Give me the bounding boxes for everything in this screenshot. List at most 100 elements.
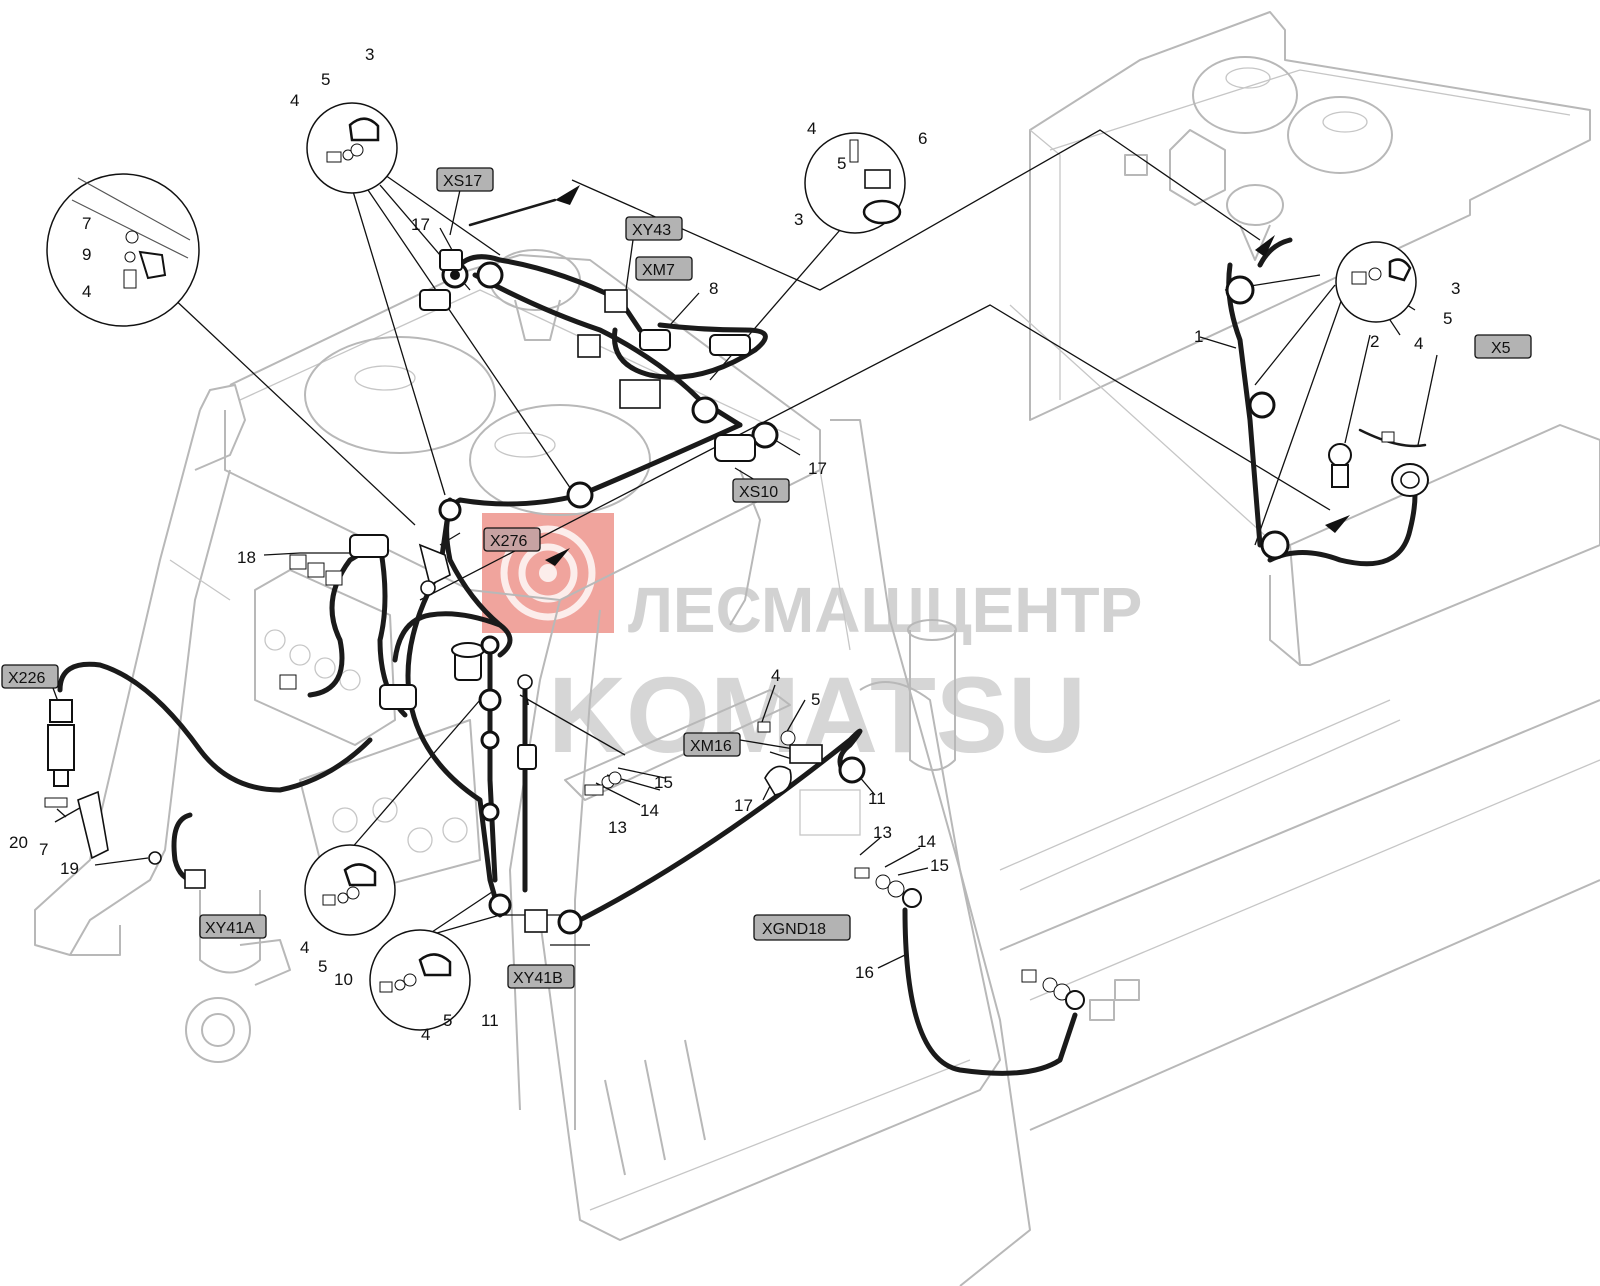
connector-plug-icon xyxy=(419,249,463,311)
part-number: 5 xyxy=(443,1011,452,1030)
detail-callout-top xyxy=(306,102,398,194)
tag-xm7: XM7 xyxy=(635,256,693,281)
relay-box-icon xyxy=(789,744,823,764)
part-number: 1 xyxy=(1194,327,1203,346)
clamp-icon xyxy=(478,635,866,935)
relay-box-icon xyxy=(279,554,343,690)
arrow-icon xyxy=(1325,515,1350,533)
tag-xs17-label: XS17 xyxy=(443,173,482,190)
tag-x5-label: X5 xyxy=(1491,340,1511,357)
tag-xy41b: XY41B xyxy=(507,964,575,989)
part-numbers: 3 5 4 7 9 4 17 4 5 6 3 8 17 3 5 4 1 2 18… xyxy=(9,45,1460,1044)
part-number: 5 xyxy=(1443,309,1452,328)
detail-callout-bottom-left xyxy=(304,844,396,936)
ground-terminal-icon xyxy=(517,674,533,706)
arrow-icon xyxy=(545,548,570,566)
part-number: 17 xyxy=(411,215,430,234)
part-number: 9 xyxy=(82,245,91,264)
part-number: 4 xyxy=(290,91,299,110)
connector-plug-icon xyxy=(714,434,756,462)
relay-box-icon xyxy=(524,909,548,933)
tag-xy41a: XY41A xyxy=(199,914,267,939)
cables xyxy=(57,198,1427,1076)
part-number: 13 xyxy=(873,823,892,842)
components xyxy=(44,249,1429,1010)
connector-plug-icon xyxy=(517,744,537,770)
part-number: 4 xyxy=(82,282,91,301)
part-number: 13 xyxy=(608,818,627,837)
part-number: 5 xyxy=(321,70,330,89)
part-number: 20 xyxy=(9,833,28,852)
part-number: 10 xyxy=(334,970,353,989)
part-number: 5 xyxy=(318,957,327,976)
part-number: 4 xyxy=(807,119,816,138)
relay-box-icon xyxy=(577,334,601,358)
part-number: 5 xyxy=(811,690,820,709)
sensor-icon xyxy=(47,699,75,787)
part-number: 5 xyxy=(837,154,846,173)
tag-x226-label: X226 xyxy=(8,670,45,687)
tag-xy43: XY43 xyxy=(625,216,683,241)
part-number: 15 xyxy=(654,773,673,792)
part-number: 4 xyxy=(1414,334,1423,353)
sensor-icon xyxy=(1328,431,1429,497)
tag-x276: X276 xyxy=(483,527,541,552)
clamp-icon xyxy=(476,261,504,289)
detail-callout-right xyxy=(1335,241,1417,323)
detail-callout-right-top xyxy=(804,132,906,234)
part-number: 16 xyxy=(855,963,874,982)
part-number: 4 xyxy=(421,1025,430,1044)
arrow-icon xyxy=(1255,235,1275,257)
clamp-icon xyxy=(1225,275,1290,560)
bracket-icon xyxy=(418,543,451,596)
tag-xy41b-label: XY41B xyxy=(513,970,563,987)
clamp-icon xyxy=(438,396,779,522)
connector-plug-icon xyxy=(379,642,485,710)
tag-xm16: XM16 xyxy=(683,732,741,757)
part-number: 4 xyxy=(300,938,309,957)
arrow-icon xyxy=(555,185,580,205)
relay-box-icon xyxy=(619,379,661,409)
watermark: ЛЕСМАШЦЕНТР KOMATSU xyxy=(482,513,1142,775)
part-number: 2 xyxy=(1370,332,1379,351)
relay-box-icon xyxy=(604,289,628,313)
part-number: 17 xyxy=(808,459,827,478)
part-number: 3 xyxy=(1451,279,1460,298)
tag-xy41a-label: XY41A xyxy=(205,920,255,937)
tag-xy43-label: XY43 xyxy=(632,222,671,239)
screw-icon xyxy=(44,797,68,808)
part-number: 3 xyxy=(794,210,803,229)
tag-xs17: XS17 xyxy=(436,167,494,192)
tag-xs10: XS10 xyxy=(732,478,790,503)
leader-lines xyxy=(52,129,1438,969)
part-number: 15 xyxy=(930,856,949,875)
connector-plug-icon xyxy=(349,534,389,558)
part-number: 4 xyxy=(771,666,780,685)
tag-xgnd18-label: XGND18 xyxy=(762,921,826,938)
detail-callout-left xyxy=(46,173,200,327)
detail-callout-bottom xyxy=(369,929,471,1031)
tag-x276-label: X276 xyxy=(490,533,527,550)
nut-icon xyxy=(148,851,162,865)
direction-arrows xyxy=(545,185,1350,566)
bolt-set-icon xyxy=(584,721,1085,1010)
relay-box-icon xyxy=(184,869,206,889)
tag-x226: X226 xyxy=(1,664,59,689)
part-number: 14 xyxy=(640,801,659,820)
tag-xm16-label: XM16 xyxy=(690,738,732,755)
part-number: 14 xyxy=(917,832,936,851)
connector-tags: XS17 XY43 XM7 XS10 X276 X226 XM16 XY41A xyxy=(1,167,1532,989)
tag-xgnd18: XGND18 xyxy=(753,914,851,941)
tag-xm7-label: XM7 xyxy=(642,262,675,279)
tag-x5: X5 xyxy=(1474,334,1532,359)
part-number: 6 xyxy=(918,129,927,148)
part-number: 7 xyxy=(82,214,91,233)
tag-xs10-label: XS10 xyxy=(739,484,778,501)
part-number: 11 xyxy=(868,789,886,808)
part-number: 3 xyxy=(365,45,374,64)
part-number: 18 xyxy=(237,548,256,567)
part-number: 17 xyxy=(734,796,753,815)
part-number: 8 xyxy=(709,279,718,298)
bracket-icon xyxy=(77,790,109,860)
